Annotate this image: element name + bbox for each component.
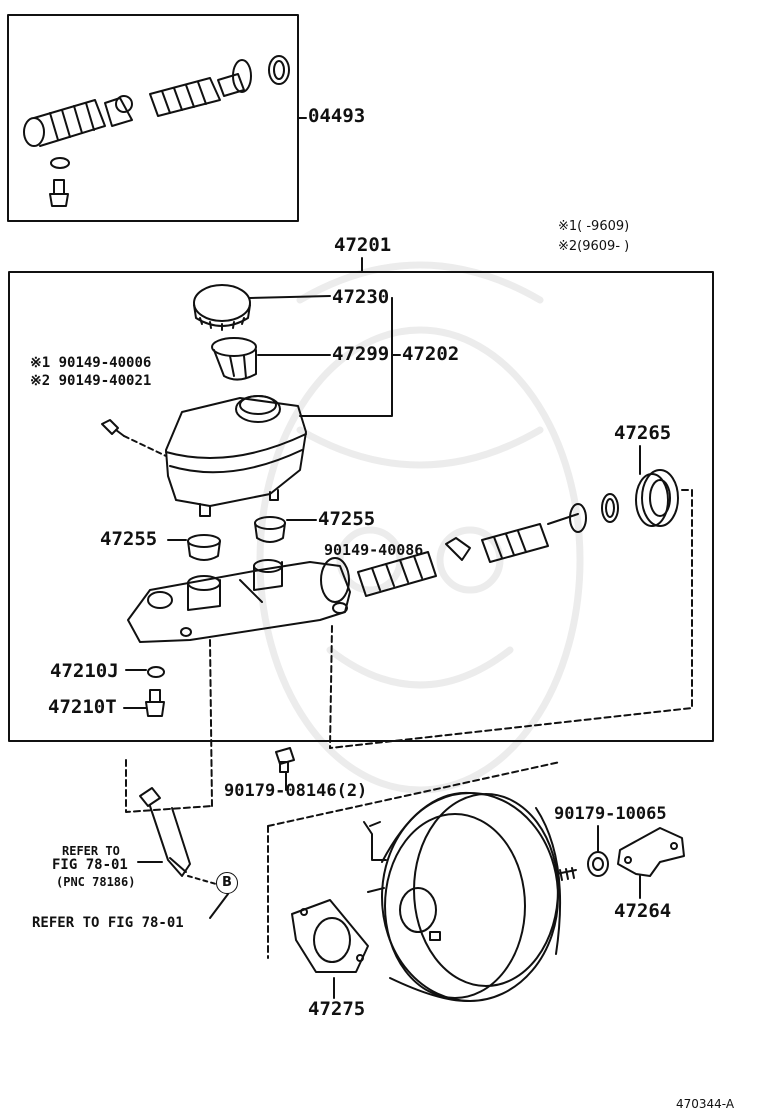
master-cylinder-icon [127,557,351,643]
kit-seal-icon [50,157,70,169]
screw-note-2: ※2 90149-40021 [30,373,152,389]
label-47264: 47264 [614,900,672,922]
booster-icon [363,791,577,1003]
plug-icon [145,689,165,717]
booster-gasket-icon [291,899,369,973]
screw-icon [101,419,125,437]
piston-icon [357,503,587,597]
grommet-left-icon [187,534,221,561]
gasket-icon [635,469,679,527]
label-04493: 04493 [308,105,366,127]
note-2: ※2(9609- ) [558,239,630,254]
kit-bleeder-icon [49,179,69,207]
refer-to-text: REFER TO [62,844,120,858]
pnc-text: (PNC 78186) [56,875,136,889]
plug-gasket-icon [147,666,165,678]
label-47265: 47265 [614,422,672,444]
grommet-right-icon [254,516,286,543]
strainer-icon [211,337,257,381]
nut-small-icon [275,747,295,773]
cap-icon [193,284,251,331]
label-47275: 47275 [308,998,366,1020]
clevis-icon [139,787,191,877]
label-47299: 47299 [332,343,390,365]
callout-b-icon: B [216,872,238,894]
nut-large-icon [587,851,609,877]
o-ring-icon [601,493,619,523]
fig-ref-text: FIG 78-01 [52,857,128,873]
label-47255-right: 47255 [318,508,376,530]
label-47210t: 47210T [48,696,117,718]
label-pin: 90149-40086 [324,541,424,559]
note-1: ※1( -9609) [558,219,630,234]
screw-note-1: ※1 90149-40006 [30,355,152,371]
label-nut-small: 90179-08146(2) [224,781,368,801]
kit-pistons-icon [23,55,290,147]
reservoir-icon [165,395,307,517]
refer-fig-text: REFER TO FIG 78-01 [32,915,184,931]
pin-icon [445,537,471,561]
label-nut-large: 90179-10065 [554,804,667,824]
label-47210j: 47210J [50,660,119,682]
label-47255-left: 47255 [100,528,158,550]
label-47202: 47202 [402,343,460,365]
diagram-id: 470344-A [676,1097,735,1111]
bracket-icon [617,827,685,877]
label-47230: 47230 [332,286,390,308]
label-47201: 47201 [334,234,392,256]
